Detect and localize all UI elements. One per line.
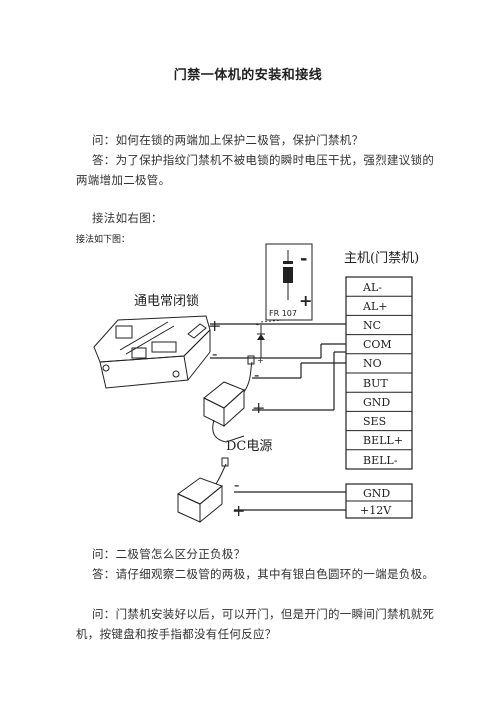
wiring-diagram: 接法如下图： 主机(门禁机) AL- AL+ NC COM NO BUT GND… [76, 233, 419, 524]
terminal-gnd: GND [363, 396, 390, 409]
terminal-bell-minus: BELL- [363, 454, 398, 467]
diode-plus-sign: + [299, 291, 312, 310]
question-1: 问：如何在锁的两端加上保护二极管，保护门禁机？ [92, 133, 364, 147]
terminal-no: NO [363, 357, 382, 370]
terminal-al-minus: AL- [362, 281, 382, 294]
electric-lock [93, 315, 211, 389]
answer-2: 答：请仔细观察二极管的两极，其中有银白色圆环的一端是负极。 [92, 567, 435, 581]
answer-1: 答：为了保护指纹门禁机不被电锁的瞬时电压干扰，强烈建议锁的两端增加二极管。 [76, 153, 435, 187]
dc-plus-sign: + [252, 398, 265, 417]
dc-power-label: DC电源 [226, 439, 272, 454]
controller-power-adapter [177, 457, 229, 524]
lock-plus-sign: + [208, 316, 221, 335]
document-title: 门禁一体机的安装和接线 [173, 68, 323, 83]
diode-callout [265, 243, 313, 321]
dc-power-adapter [203, 355, 255, 443]
question-3: 问：门禁机安装好以后，可以开门，但是开门的一瞬间门禁机就死机，按键盘和按手指都没… [76, 607, 435, 641]
controller-label: 主机(门禁机) [344, 251, 419, 266]
wiring-intro: 接法如右图： [92, 211, 163, 225]
terminal-al-plus: AL+ [362, 300, 387, 313]
terminal-com: COM [363, 338, 392, 351]
dc-minus-sign: - [254, 365, 259, 384]
terminal-but: BUT [363, 377, 388, 390]
terminal-bell-plus: BELL+ [363, 434, 403, 447]
terminal-power-gnd: GND [363, 487, 390, 500]
lock-minus-sign: - [212, 344, 217, 363]
terminal-nc: NC [363, 319, 381, 332]
power-terminal-block [345, 483, 413, 519]
diode-sym-plus: + [257, 356, 264, 365]
lock-label: 通电常闭锁 [134, 293, 199, 309]
terminal-power-12v: +12V [360, 504, 392, 517]
terminal-ses: SES [363, 415, 386, 428]
question-2: 问：二极管怎么区分正负极？ [92, 547, 246, 561]
diode-label: FR 107 [269, 309, 297, 318]
terminal-block [345, 276, 413, 470]
diode-symbol [257, 319, 285, 358]
adapter-minus-sign: - [234, 475, 239, 494]
diode-minus-sign: - [300, 248, 307, 269]
adapter-plus-sign: + [232, 501, 245, 520]
diagram-caption: 接法如下图： [76, 233, 130, 245]
